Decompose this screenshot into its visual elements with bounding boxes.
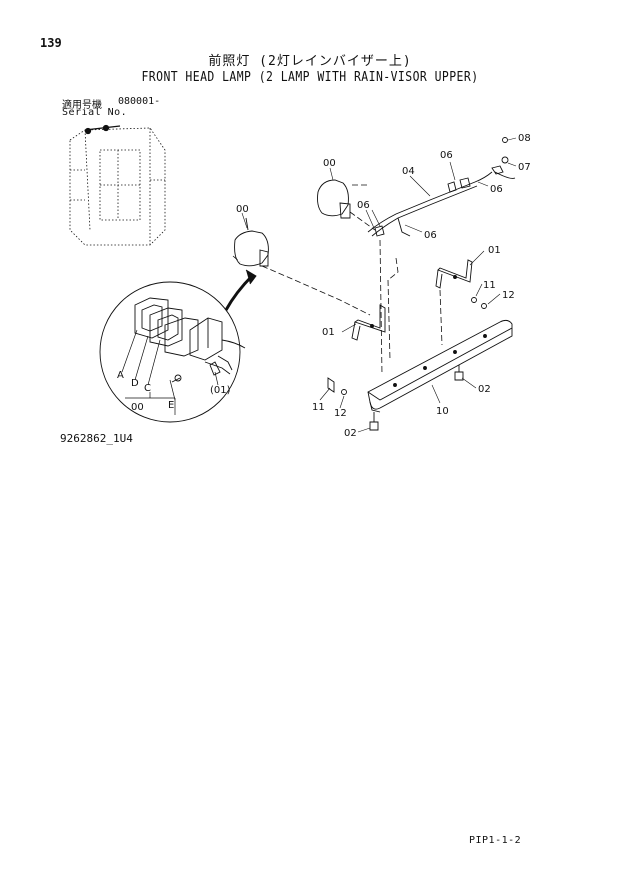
- callout-C: C: [144, 383, 151, 394]
- callout-10-rail: 10: [436, 406, 449, 417]
- washers-right: [471, 297, 487, 309]
- callout-06-clip-right: 06: [490, 184, 503, 195]
- callout-07-connector: 07: [518, 162, 531, 173]
- callout-08-cap: 08: [518, 133, 531, 144]
- callout-E: E: [168, 400, 174, 411]
- callout-01-upper-bracket: 01: [488, 245, 501, 256]
- lamp-bar-on-cab: [84, 124, 121, 135]
- callout-06-clip-top: 06: [440, 150, 453, 161]
- callout-11-washer-left: 11: [312, 402, 325, 413]
- callout-leader-lines: [241, 137, 517, 433]
- mounting-rail: [367, 319, 513, 413]
- head-lamp-left: [234, 217, 269, 267]
- page-title-english: FRONT HEAD LAMP (2 LAMP WITH RAIN-VISOR …: [141, 70, 479, 85]
- bracket-upper-right: [435, 259, 473, 289]
- callout-12-washer-right: 12: [502, 290, 515, 301]
- sheet-code: PIP1-1-2: [469, 835, 522, 846]
- page-number: 139: [40, 36, 62, 50]
- lamp-exploded-detail: [134, 297, 246, 383]
- serial-number-value: 080001-: [118, 96, 161, 107]
- callout-02-right-bolt: 02: [478, 384, 491, 395]
- part-callouts: 00 00 00 01 01 (01) 02 02 04 06 06 06 06…: [117, 133, 531, 439]
- head-lamp-right: [317, 179, 351, 219]
- drawing-code: 9262862_1U4: [60, 432, 133, 445]
- callout-04-harness: 04: [402, 166, 415, 177]
- assembly-dashed-lines: [232, 184, 443, 376]
- callout-D: D: [131, 378, 139, 389]
- callout-00-left-lamp: 00: [236, 204, 249, 215]
- callout-00-right-lamp: 00: [323, 158, 336, 169]
- detail-leader-lines: [121, 329, 219, 415]
- wiring-harness: [367, 137, 516, 237]
- detail-magnifier-circle: [99, 269, 257, 423]
- bolt-02-right: [454, 365, 464, 381]
- machine-cab-thumbnail: [69, 127, 166, 246]
- callout-01-lower-bracket: 01: [322, 327, 335, 338]
- callout-01-detail: (01): [210, 385, 231, 396]
- callout-06-clip-middle: 06: [424, 230, 437, 241]
- callout-06-clip-left: 06: [357, 200, 370, 211]
- callout-12-washer-left: 12: [334, 408, 347, 419]
- page-title-japanese: 前照灯 (2灯レインバイザー上): [208, 54, 412, 69]
- serial-label-japanese: 適用号機: [62, 100, 102, 111]
- serial-label-english: Serial No.: [62, 107, 128, 118]
- callout-02-left-bolt: 02: [344, 428, 357, 439]
- bracket-lower-left: [351, 304, 386, 341]
- bolt-02-left: [369, 412, 379, 431]
- callout-00-detail: 00: [131, 402, 144, 413]
- washers-left: [327, 377, 347, 395]
- callout-11-washer-right: 11: [483, 280, 496, 291]
- callout-A: A: [117, 370, 124, 381]
